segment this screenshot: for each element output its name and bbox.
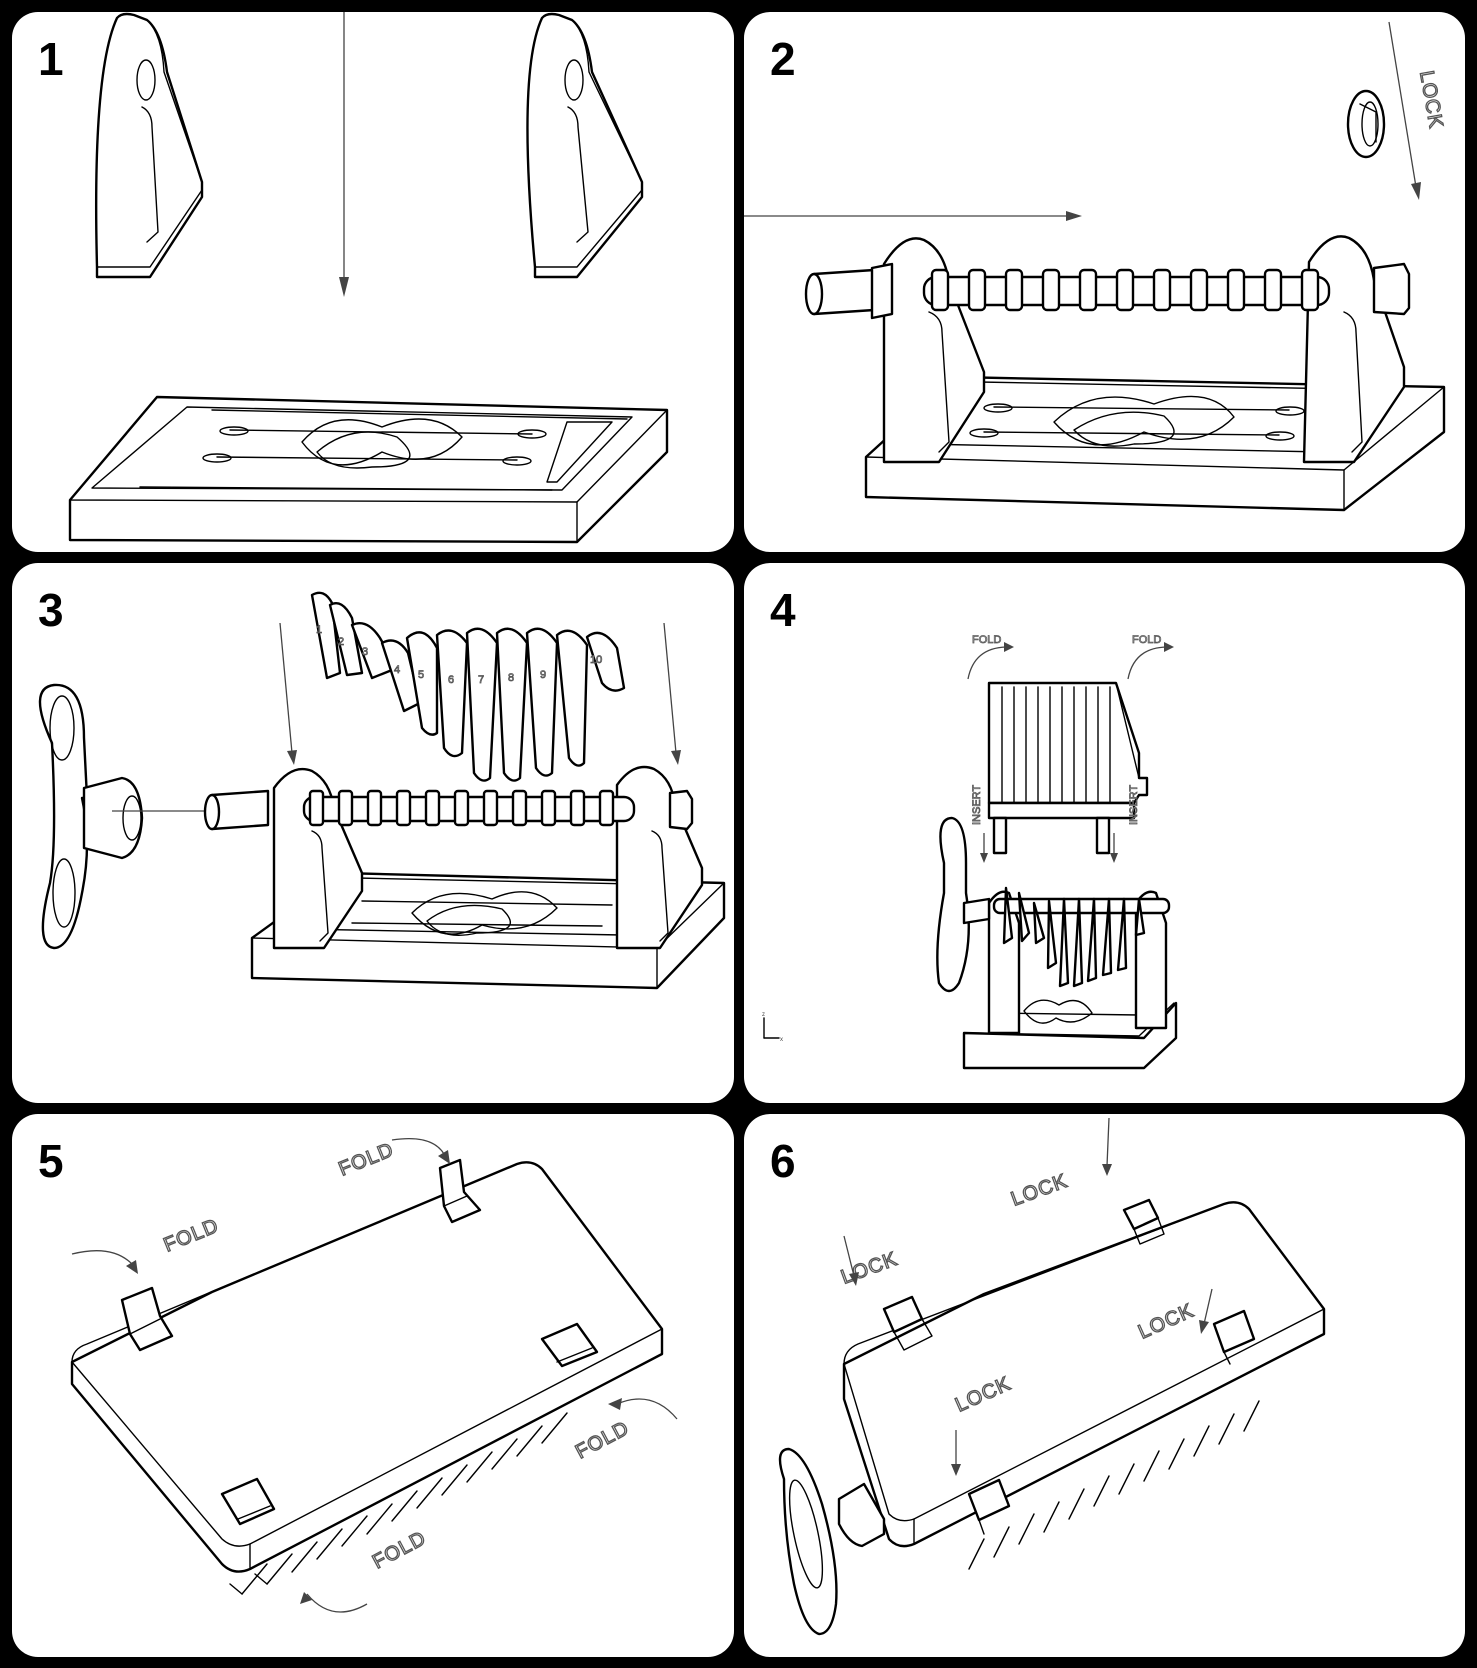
side-bracket-right xyxy=(526,12,644,279)
comb-number: 6 xyxy=(448,674,454,686)
lock-label: LOCK xyxy=(1008,1170,1070,1211)
fold-label: FOLD xyxy=(336,1139,397,1181)
comb-number: 8 xyxy=(508,672,514,684)
shaft-teeth xyxy=(930,268,1320,312)
step-number: 6 xyxy=(770,1135,796,1187)
side-bracket-left xyxy=(94,12,204,279)
shaft-teeth xyxy=(308,789,615,827)
step-5-illustration: FOLD FOLD FOLD FOLD xyxy=(70,1137,678,1613)
assembled-mechanism xyxy=(936,816,1178,1070)
step-2-illustration: LOCK xyxy=(744,21,1448,512)
fold-label: FOLD xyxy=(572,1417,633,1463)
fold-label: FOLD xyxy=(1132,634,1161,646)
comb-number: 2 xyxy=(338,636,344,648)
step-6-illustration: LOCK LOCK LOCK LOCK xyxy=(778,1117,1326,1636)
step-4-panel: 4 FOLD FOLD INSERT INSERT xyxy=(744,563,1465,1103)
lock-clip xyxy=(1346,89,1386,159)
comb-number: 7 xyxy=(478,674,484,686)
step-4-illustration: FOLD FOLD INSERT INSERT xyxy=(762,634,1178,1070)
fold-label: FOLD xyxy=(369,1527,430,1573)
comb-number: 9 xyxy=(540,669,546,681)
step-number: 3 xyxy=(38,584,64,636)
axis-indicator: z x xyxy=(762,1012,783,1043)
step-3-illustration: 1 2 3 4 5 6 7 8 9 10 xyxy=(38,591,726,990)
fold-label: FOLD xyxy=(972,634,1001,646)
step-1-illustration xyxy=(68,12,669,544)
step-1-panel: 1 xyxy=(12,12,734,552)
insert-label: INSERT xyxy=(1128,785,1140,825)
step-number: 5 xyxy=(38,1135,64,1187)
step-6-panel: 6 LOCK LOCK LOCK LOCK xyxy=(744,1114,1465,1657)
axis-label: x xyxy=(780,1037,783,1043)
comb-number: 4 xyxy=(394,664,400,676)
insert-label: INSERT xyxy=(971,785,983,825)
side-bracket-left xyxy=(882,237,986,464)
comb-number: 3 xyxy=(362,646,368,658)
locked-box xyxy=(778,1198,1326,1636)
winding-key xyxy=(38,683,144,950)
step-3-panel: 3 1 2 3 4 5 6 7 xyxy=(12,563,734,1103)
fold-label: FOLD xyxy=(161,1215,222,1257)
base-plate xyxy=(68,395,669,544)
step-2-panel: 2 LOCK xyxy=(744,12,1465,552)
step-number: 2 xyxy=(770,33,796,85)
comb-number: 10 xyxy=(590,654,602,666)
music-comb xyxy=(310,591,626,782)
axis-label: z xyxy=(762,1012,765,1018)
comb-number: 1 xyxy=(316,624,322,636)
top-cover xyxy=(987,681,1149,855)
comb-number: 5 xyxy=(418,669,424,681)
lock-label: LOCK xyxy=(838,1248,900,1289)
closed-box xyxy=(70,1158,664,1595)
step-5-panel: 5 FOLD FOLD FOLD FOLD xyxy=(12,1114,734,1657)
step-number: 4 xyxy=(770,584,796,636)
lock-label: LOCK xyxy=(1415,69,1447,130)
step-number: 1 xyxy=(38,33,64,85)
